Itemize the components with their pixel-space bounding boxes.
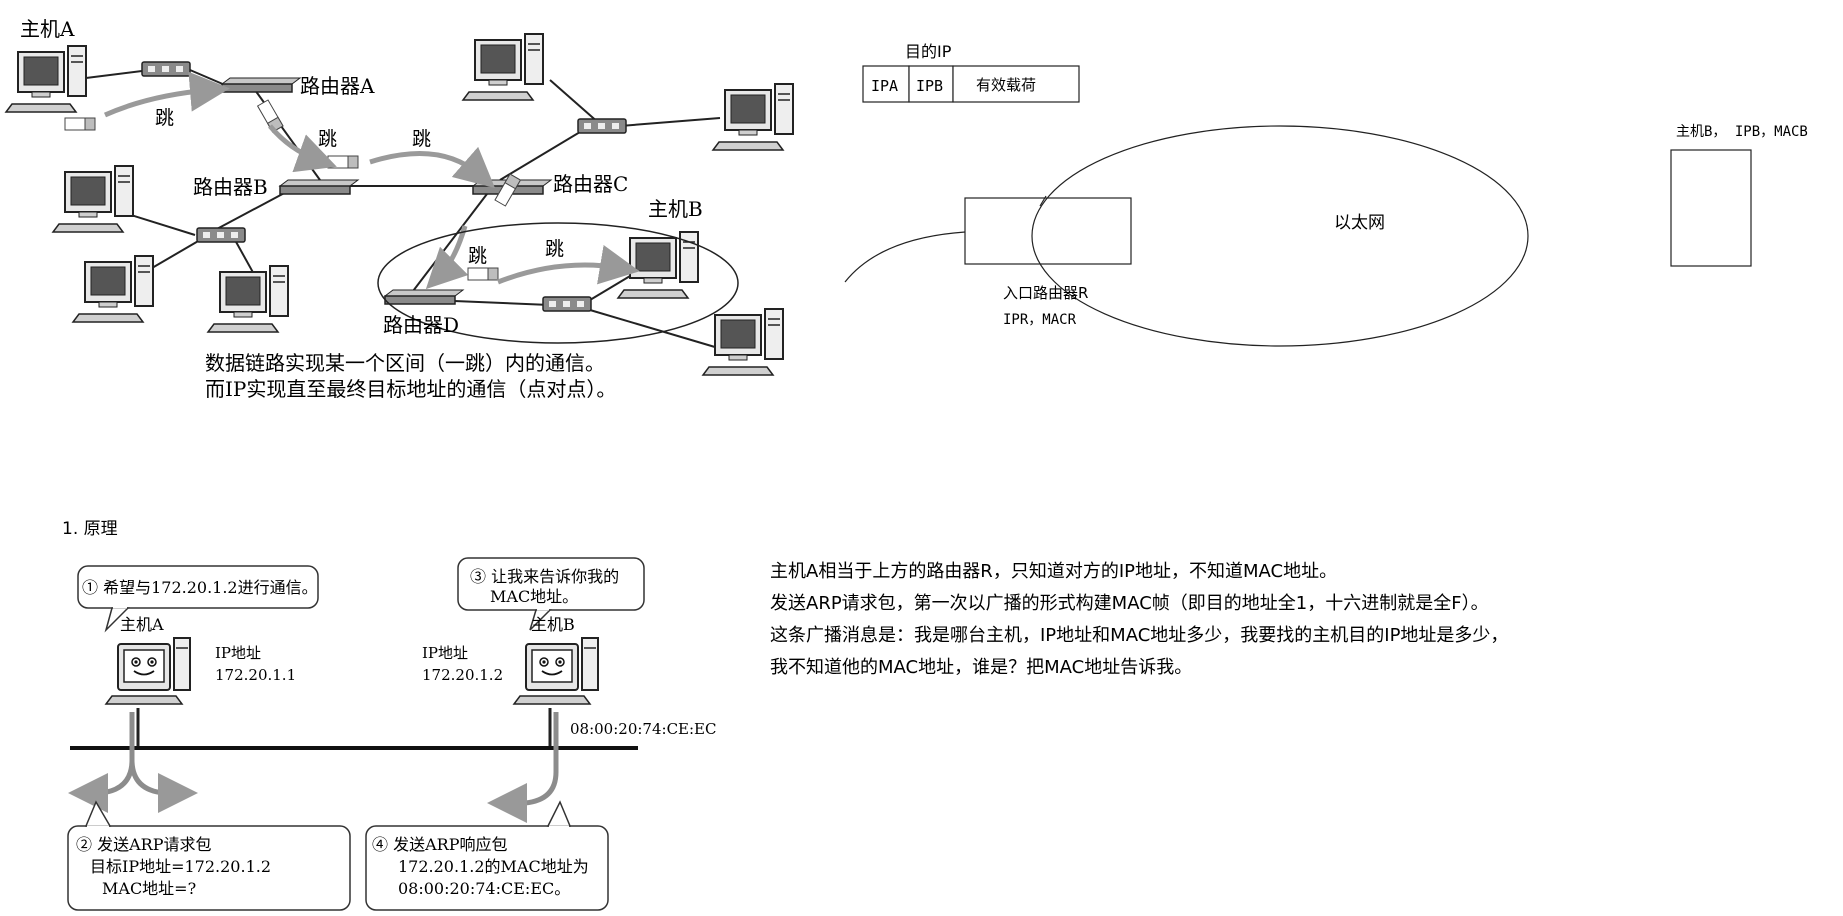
pc-right: [712, 83, 794, 151]
pc-left-2: [72, 255, 154, 323]
bubble-3-line-2: MAC地址。: [490, 587, 578, 606]
arp-pc-b: [513, 637, 599, 705]
ip-value-b: 172.20.1.2: [422, 666, 503, 684]
router-a-shape: [221, 77, 301, 93]
pc-bottom-right: [702, 308, 784, 376]
bubble-1-text: ① 希望与172.20.1.2进行通信。: [82, 578, 318, 597]
network-figure: 主机A 路由器A 路由器B 路由器C 路由器D 主机B 跳 跳 跳 跳 跳 数据…: [5, 17, 794, 401]
hop-label-3: 跳: [412, 128, 431, 150]
bubble-3-line-1: ③ 让我来告诉你我的: [470, 567, 619, 586]
dest-ip-label: 目的IP: [905, 42, 952, 61]
router-b-shape: [279, 179, 359, 195]
ethernet-label: 以太网: [1334, 213, 1385, 233]
router-r-link: [844, 231, 966, 283]
bubble-2-line-2: 目标IP地址=172.20.1.2: [90, 857, 271, 876]
label-host-a: 主机A: [20, 17, 75, 41]
host-b-box: [1670, 149, 1752, 267]
router-r-label: 入口路由器R: [1003, 284, 1088, 302]
label-host-b: 主机B: [648, 197, 703, 221]
hop-label-1: 跳: [155, 107, 174, 129]
hop-label-2: 跳: [318, 128, 337, 150]
pc-host-b: [617, 231, 699, 299]
bubble-2-line-3: MAC地址=?: [102, 879, 196, 898]
packet-header: IPA IPB 有效载荷: [862, 65, 1080, 103]
pc-host-a: [5, 45, 87, 113]
packet-field-ipb: IPB: [916, 77, 943, 95]
label-router-d: 路由器D: [383, 313, 459, 337]
pc-top: [462, 33, 544, 101]
label-router-a: 路由器A: [300, 74, 375, 98]
bubble-4-line-3: 08:00:20:74:CE:EC。: [398, 879, 570, 898]
router-r-addr: IPR，MACR: [1003, 312, 1077, 328]
explanation-line-4: 我不知道他的MAC地址，谁是？把MAC地址告诉我。: [770, 657, 1193, 678]
explanation-text: 主机A相当于上方的路由器R，只知道对方的IP地址，不知道MAC地址。 发送ARP…: [770, 556, 1670, 684]
ethernet-sketch: 目的IP IPA IPB 有效载荷 以太网 入口路由器R IPR，MACR 主机…: [844, 42, 1808, 347]
packet-field-ipa: IPA: [871, 77, 898, 95]
ethernet-ellipse: [1031, 125, 1529, 347]
pc-left-1: [52, 165, 134, 233]
bubble-4-line-1: ④ 发送ARP响应包: [372, 835, 507, 854]
router-d-shape: [384, 289, 464, 305]
arp-host-b-label: 主机B: [531, 615, 575, 634]
arp-figure: ① 希望与172.20.1.2进行通信。 ③ 让我来告诉你我的 MAC地址。 主…: [67, 557, 716, 911]
explanation-line-1: 主机A相当于上方的路由器R，只知道对方的IP地址，不知道MAC地址。: [770, 561, 1338, 582]
explanation-line-3: 这条广播消息是：我是哪台主机，IP地址和MAC地址多少，我要找的主机目的IP地址…: [770, 625, 1509, 646]
explanation-line-2: 发送ARP请求包，第一次以广播的形式构建MAC帧（即目的地址全1，十六进制就是全…: [770, 593, 1489, 614]
ip-label-a: IP地址: [215, 644, 261, 662]
label-router-b: 路由器B: [193, 175, 268, 199]
router-r-box: [964, 197, 1132, 265]
label-router-c: 路由器C: [553, 172, 628, 196]
host-b-sketch-label: 主机B， IPB，MACB: [1676, 124, 1808, 140]
hop-label-4: 跳: [468, 245, 487, 267]
arp-pc-a: [105, 637, 191, 705]
bubble-2-line-1: ② 发送ARP请求包: [76, 835, 211, 854]
mac-b-value: 08:00:20:74:CE:EC: [570, 720, 716, 738]
ip-value-a: 172.20.1.1: [215, 666, 296, 684]
section-title: 1. 原理: [62, 519, 118, 539]
ip-label-b: IP地址: [422, 644, 468, 662]
packet-field-payload: 有效载荷: [976, 76, 1036, 94]
bubble-4-line-2: 172.20.1.2的MAC地址为: [398, 857, 589, 876]
arp-host-a-label: 主机A: [120, 615, 164, 634]
caption-line-1: 数据链路实现某一个区间（一跳）内的通信。: [205, 351, 605, 375]
pc-left-3: [207, 265, 289, 333]
hop-label-5: 跳: [545, 238, 564, 260]
caption-line-2: 而IP实现直至最终目标地址的通信（点对点）。: [205, 377, 616, 401]
